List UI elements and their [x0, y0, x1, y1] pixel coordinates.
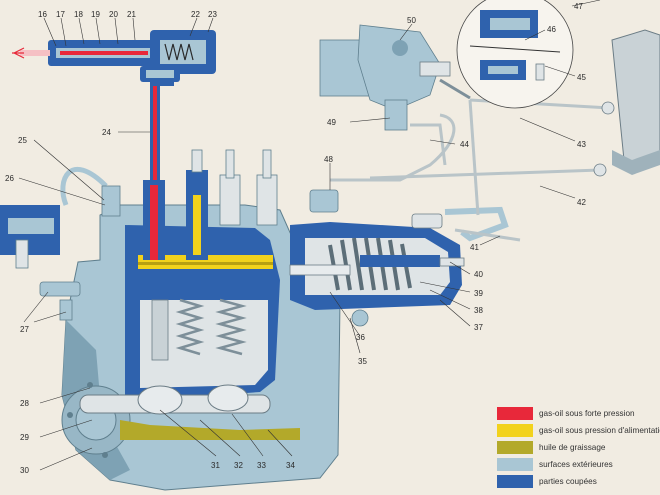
high-pressure-line [150, 78, 174, 190]
legend-label-cut-parts: parties coupées [539, 477, 597, 486]
label-18: 18 [74, 10, 83, 19]
governor [289, 189, 509, 327]
legend-label-high-pressure-fuel: gas-oil sous forte pression [539, 409, 635, 418]
label-30: 30 [20, 466, 29, 475]
callout-numbers: 16 17 18 19 20 21 22 23 24 25 26 27 28 2… [5, 2, 586, 475]
legend-swatch-blue [497, 475, 533, 488]
label-22: 22 [191, 10, 200, 19]
pedal [611, 29, 660, 175]
leader-lines [18, 0, 601, 471]
label-29: 29 [20, 433, 29, 442]
legend-label-feed-fuel: gas-oil sous pression d'alimentation [539, 426, 660, 435]
label-47: 47 [574, 2, 583, 11]
legend-swatch-light-blue [497, 458, 533, 471]
label-33: 33 [257, 461, 266, 470]
label-24: 24 [102, 128, 111, 137]
magnified-detail [456, 0, 574, 109]
label-37: 37 [474, 323, 483, 332]
label-44: 44 [460, 140, 469, 149]
label-49: 49 [327, 118, 336, 127]
label-46: 46 [547, 25, 556, 34]
legend: gas-oil sous forte pression gas-oil sous… [497, 405, 660, 495]
pneumatic-assembly [319, 24, 471, 182]
label-16: 16 [38, 10, 47, 19]
label-26: 26 [5, 174, 14, 183]
label-39: 39 [474, 289, 483, 298]
legend-swatch-yellow [497, 424, 533, 437]
label-32: 32 [234, 461, 243, 470]
label-23: 23 [208, 10, 217, 19]
label-20: 20 [109, 10, 118, 19]
label-38: 38 [474, 306, 483, 315]
label-34: 34 [286, 461, 295, 470]
label-50: 50 [407, 16, 416, 25]
label-48: 48 [324, 155, 333, 164]
control-rods [369, 98, 615, 242]
label-31: 31 [211, 461, 220, 470]
label-27: 27 [20, 325, 29, 334]
label-17: 17 [56, 10, 65, 19]
label-42: 42 [577, 198, 586, 207]
legend-row-feed-fuel: gas-oil sous pression d'alimentation [497, 422, 660, 439]
label-25: 25 [18, 136, 27, 145]
label-45: 45 [577, 73, 586, 82]
legend-row-high-pressure-fuel: gas-oil sous forte pression [497, 405, 660, 422]
label-40: 40 [474, 270, 483, 279]
label-43: 43 [577, 140, 586, 149]
legend-label-exterior: surfaces extérieures [539, 460, 613, 469]
injector [12, 30, 216, 82]
legend-row-lube-oil: huile de graissage [497, 439, 660, 456]
pump-body [39, 149, 341, 491]
legend-row-cut-parts: parties coupées [497, 473, 660, 490]
legend-swatch-olive [497, 441, 533, 454]
label-41: 41 [470, 243, 479, 252]
label-35: 35 [358, 357, 367, 366]
legend-swatch-red [497, 407, 533, 420]
label-19: 19 [91, 10, 100, 19]
label-28: 28 [20, 399, 29, 408]
label-36: 36 [356, 333, 365, 342]
legend-label-lube-oil: huile de graissage [539, 443, 606, 452]
left-detail [0, 205, 60, 269]
legend-row-exterior: surfaces extérieures [497, 456, 660, 473]
label-21: 21 [127, 10, 136, 19]
